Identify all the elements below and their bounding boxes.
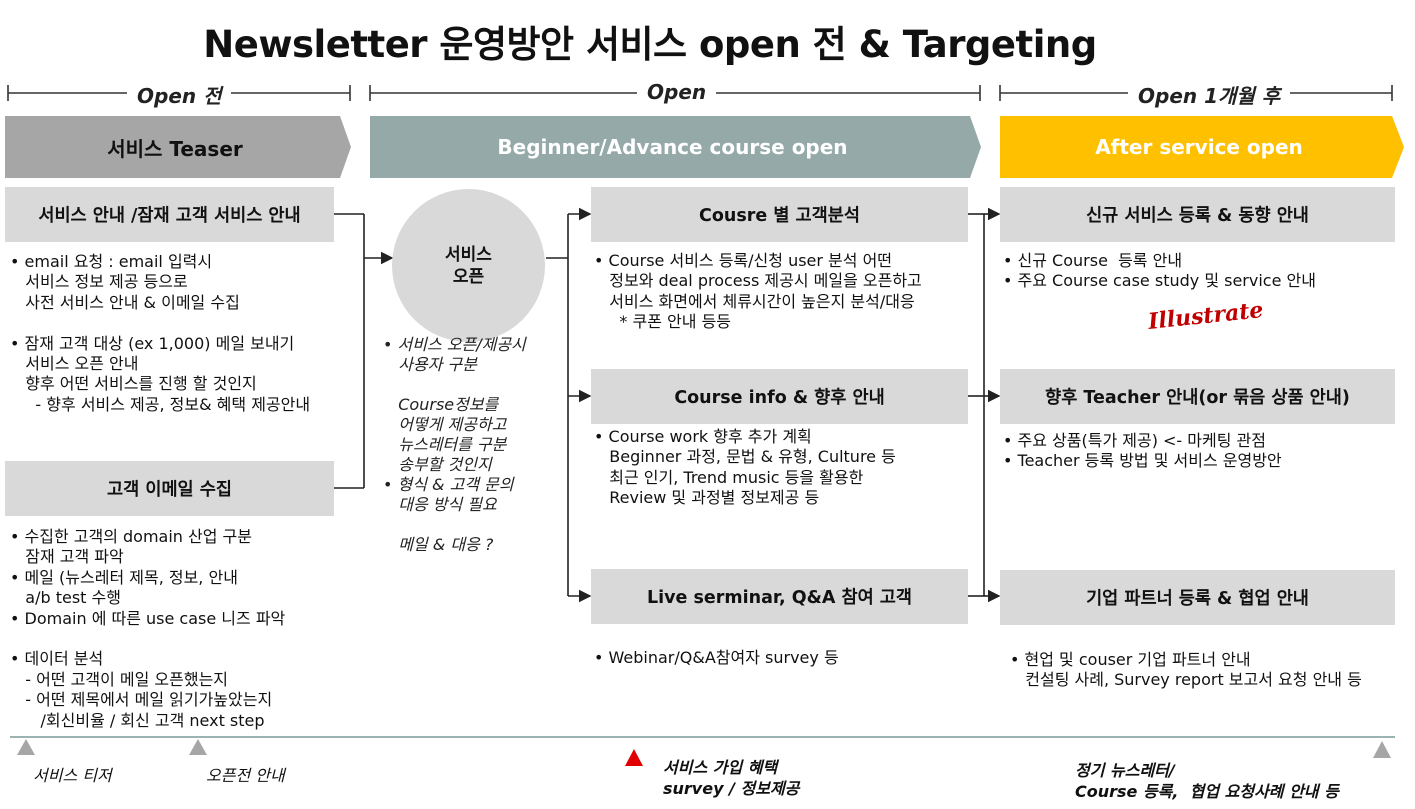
right-box-partner-text: • 현업 및 couser 기업 파트너 안내 컨설팅 사례, Survey r… [1010, 650, 1362, 690]
milestone-marker-1 [17, 739, 35, 755]
page-title: Newsletter 운영방안 서비스 open 전 & Targeting [203, 23, 1097, 66]
right-box-partner: 기업 파트너 등록 & 협업 안내 [1000, 570, 1395, 625]
milestone-marker-3 [625, 749, 643, 766]
phase-label-open-before: Open 전 [127, 80, 232, 109]
right-connector [968, 207, 1001, 603]
left-box-email-collection-text: • 수집한 고객의 domain 산업 구분 잠재 고객 파악 • 메일 (뉴스… [10, 527, 286, 730]
phase-label-open: Open [637, 80, 717, 104]
band-teaser-shape [5, 116, 351, 178]
middle-box-live-seminar: Live serminar, Q&A 참여 고객 [591, 569, 968, 624]
right-box-teacher: 향후 Teacher 안내(or 묶음 상품 안내) [1000, 369, 1395, 424]
middle-box-course-analysis-text: • Course 서비스 등록/신청 user 분석 어떤 정보와 deal p… [594, 251, 922, 332]
service-open-circle: 서비스 오픈 [392, 189, 545, 342]
left-box-email-collection: 고객 이메일 수집 [5, 461, 334, 516]
left-box-service-guide-text: • email 요청 : email 입력시 서비스 정보 제공 등으로 사전 … [10, 252, 311, 414]
middle-box-course-analysis: Cousre 별 고객분석 [591, 187, 968, 242]
right-box-teacher-text: • 주요 상품(특가 제공) <- 마케팅 관점 • Teacher 등록 방법… [1003, 431, 1282, 471]
phase-label-after: Open 1개월 후 [1128, 80, 1291, 109]
band-after-shape [1000, 116, 1404, 178]
center-notes: • 서비스 오픈/제공시 사용자 구분 Course정보를 어떻게 제공하고 뉴… [383, 335, 526, 554]
middle-box-course-info: Course info & 향후 안내 [591, 369, 968, 424]
band-course-shape [370, 116, 981, 178]
left-connector [334, 213, 394, 489]
middle-box-course-info-text: • Course work 향후 추가 계획 Beginner 과정, 문법 &… [594, 427, 896, 508]
milestone-label-teaser: 서비스 티저 [33, 766, 112, 785]
milestone-marker-2 [189, 739, 207, 755]
band-teaser: 서비스 Teaser [107, 136, 243, 161]
milestone-label-signup: 서비스 가입 혜택 survey / 정보제공 [663, 758, 800, 798]
right-box-new-service-text: • 신규 Course 등록 안내 • 주요 Course case study… [1003, 251, 1316, 291]
middle-box-live-seminar-text: • Webinar/Q&A참여자 survey 등 [594, 648, 839, 667]
milestone-label-newsletter: 정기 뉴스레터/ Course 등록, 협업 요청사례 안내 등 [1075, 761, 1339, 801]
milestone-label-pre-open: 오픈전 안내 [206, 766, 285, 785]
band-course-open: Beginner/Advance course open [497, 135, 848, 159]
left-box-service-guide: 서비스 안내 /잠재 고객 서비스 안내 [5, 187, 334, 242]
right-box-new-service: 신규 서비스 등록 & 동향 안내 [1000, 187, 1395, 242]
center-connector [546, 207, 592, 603]
band-after-service: After service open [1095, 135, 1303, 159]
milestone-marker-4 [1373, 741, 1391, 758]
